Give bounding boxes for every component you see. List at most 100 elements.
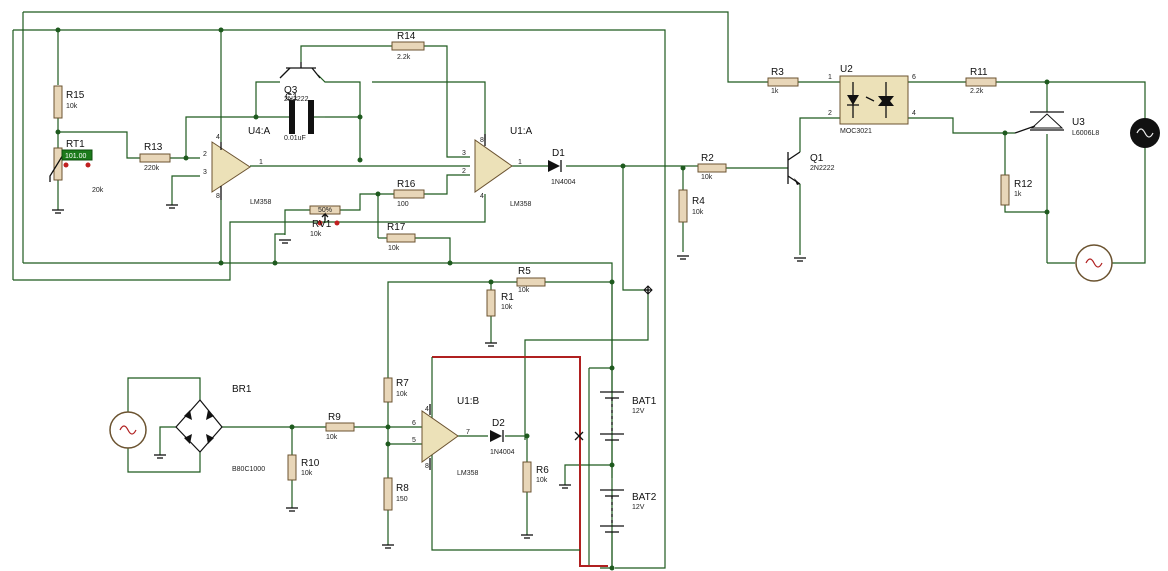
svg-text:2: 2: [828, 110, 832, 117]
r10-value: 10k: [301, 470, 313, 477]
r13-value: 220k: [144, 165, 160, 172]
r5-body: [516, 277, 546, 287]
r4-body: [678, 189, 688, 223]
u2-optocoupler: [839, 75, 909, 125]
q1-transistor: [787, 151, 801, 185]
svg-text:8: 8: [480, 137, 484, 144]
d2-ref: D2: [492, 418, 505, 429]
r16-body: [393, 189, 425, 199]
rt1-ref: RT1: [66, 139, 85, 150]
rv1-potentiometer: [309, 205, 341, 226]
resistor-bodies: [53, 41, 1010, 511]
r14-value: 2.2k: [397, 54, 411, 61]
r2-ref: R2: [701, 153, 714, 164]
svg-text:1: 1: [259, 159, 263, 166]
r4-ref: R4: [692, 196, 705, 207]
rt1-display: 101.00: [65, 153, 87, 160]
rv1-value: 10k: [310, 231, 322, 238]
r14-body: [391, 41, 425, 51]
r6-value: 10k: [536, 477, 548, 484]
junctions: [55, 27, 1050, 571]
r5-value: 10k: [518, 287, 530, 294]
r12-body: [1000, 174, 1010, 206]
r9-body: [325, 422, 355, 432]
r1-body: [486, 289, 496, 317]
ground-icon: [52, 209, 64, 214]
svg-text:7: 7: [466, 429, 470, 436]
svg-text:3: 3: [462, 150, 466, 157]
u1b-ref: U1:B: [457, 396, 480, 407]
ac-source-icon: [109, 411, 147, 449]
ground-icon: [279, 239, 291, 244]
r1-value: 10k: [501, 304, 513, 311]
ground-icon: [154, 454, 166, 459]
u3-value: L6006L8: [1072, 130, 1099, 137]
r8-body: [383, 477, 393, 511]
r11-value: 2.2k: [970, 88, 984, 95]
highlight-box: [432, 356, 608, 567]
r8-ref: R8: [396, 483, 409, 494]
ground-icon: [485, 342, 497, 347]
r16-value: 100: [397, 201, 409, 208]
r17-value: 10k: [388, 245, 400, 252]
r1-ref: R1: [501, 292, 514, 303]
r9-ref: R9: [328, 412, 341, 423]
rt1-value: 20k: [92, 187, 104, 194]
svg-text:1: 1: [518, 159, 522, 166]
ground-icon: [794, 257, 806, 262]
ground-icon: [677, 255, 689, 260]
d2-diode: [490, 430, 504, 442]
u1b-opamp: [421, 404, 459, 470]
r14-ref: R14: [397, 31, 416, 42]
u2-ref: U2: [840, 64, 853, 75]
r11-body: [965, 77, 997, 87]
svg-text:3: 3: [203, 169, 207, 176]
r15-body: [53, 85, 63, 119]
u1a-value: LM358: [510, 201, 532, 208]
br1-ref: BR1: [232, 384, 252, 395]
q1-value: 2N2222: [810, 165, 835, 172]
d1-ref: D1: [552, 148, 565, 159]
ground-symbols: [52, 204, 806, 549]
u2-value: MOC3021: [840, 128, 872, 135]
r8-value: 150: [396, 496, 408, 503]
svg-text:2: 2: [203, 151, 207, 158]
svg-text:6: 6: [912, 74, 916, 81]
r17-ref: R17: [387, 222, 406, 233]
r3-ref: R3: [771, 67, 784, 78]
r7-body: [383, 377, 393, 403]
rv1-ref: RV1: [312, 219, 332, 230]
r15-ref: R15: [66, 90, 85, 101]
br1-bridge-rectifier: [175, 399, 223, 453]
r3-body: [767, 77, 799, 87]
rt1-thermistor: [49, 147, 93, 182]
svg-text:4: 4: [480, 193, 484, 200]
no-connect-marker: [574, 431, 584, 441]
r5-ref: R5: [518, 266, 531, 277]
q3-value: 2N2222: [284, 96, 309, 103]
r12-value: 1k: [1014, 191, 1022, 198]
r13-ref: R13: [144, 142, 163, 153]
u1b-value: LM358: [457, 470, 479, 477]
svg-text:6: 6: [412, 420, 416, 427]
r17-body: [386, 233, 416, 243]
u3-ref: U3: [1072, 117, 1085, 128]
r3-value: 1k: [771, 88, 779, 95]
q3-ref: Q3: [284, 85, 298, 96]
r7-value: 10k: [396, 391, 408, 398]
ground-icon: [521, 534, 533, 539]
svg-text:8: 8: [216, 193, 220, 200]
pin-numbers: 4 2 3 1 8 8 3 2 1 4 4 6 5 7 8 1 2 6 4: [203, 74, 916, 470]
battery-symbols: [600, 391, 624, 533]
c1-ref: C1: [285, 92, 298, 103]
lamp-icon: [1130, 118, 1160, 148]
rv1-display: 50%: [318, 207, 332, 214]
bat1-value: 12V: [632, 408, 645, 415]
svg-text:2: 2: [462, 168, 466, 175]
ground-icon: [286, 507, 298, 512]
u3-triac: [1014, 111, 1064, 134]
r4-value: 10k: [692, 209, 704, 216]
br1-value: B80C1000: [232, 466, 265, 473]
bat2-value: 12V: [632, 504, 645, 511]
